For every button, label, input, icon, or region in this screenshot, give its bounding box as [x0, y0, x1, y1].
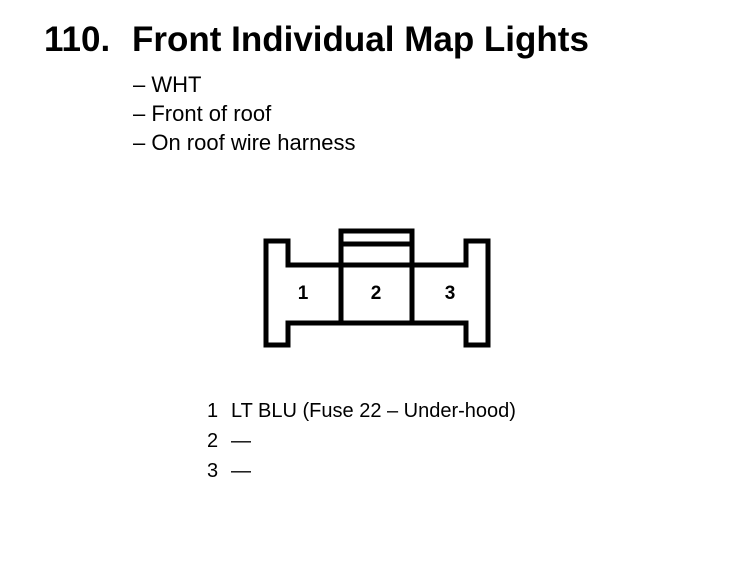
page-title: 110. Front Individual Map Lights: [44, 16, 589, 64]
pin-description: —: [231, 460, 251, 482]
pin-number: 2: [207, 430, 219, 452]
component-title: Front Individual Map Lights: [132, 20, 589, 59]
center-cavity-box: [338, 228, 415, 326]
cavity-label-2: 2: [371, 283, 382, 304]
connector-outline: [263, 238, 491, 348]
component-number: 110.: [44, 20, 111, 59]
connector-notes: – WHT – Front of roof – On roof wire har…: [133, 70, 356, 157]
cavity-label-1: 1: [298, 283, 309, 304]
note-color: – WHT: [133, 72, 202, 97]
note-harness: – On roof wire harness: [133, 130, 356, 155]
note-location: – Front of roof: [133, 101, 272, 126]
pin-number: 1: [207, 400, 219, 422]
pinout-row: 2—: [207, 426, 516, 456]
pin-number: 3: [207, 460, 219, 482]
pin-description: —: [231, 430, 251, 452]
cavity-label-3: 3: [445, 283, 456, 304]
pinout-row: 3—: [207, 456, 516, 486]
pin-description: LT BLU (Fuse 22 – Under-hood): [231, 400, 516, 422]
pinout-row: 1 LT BLU (Fuse 22 – Under-hood): [207, 396, 516, 426]
